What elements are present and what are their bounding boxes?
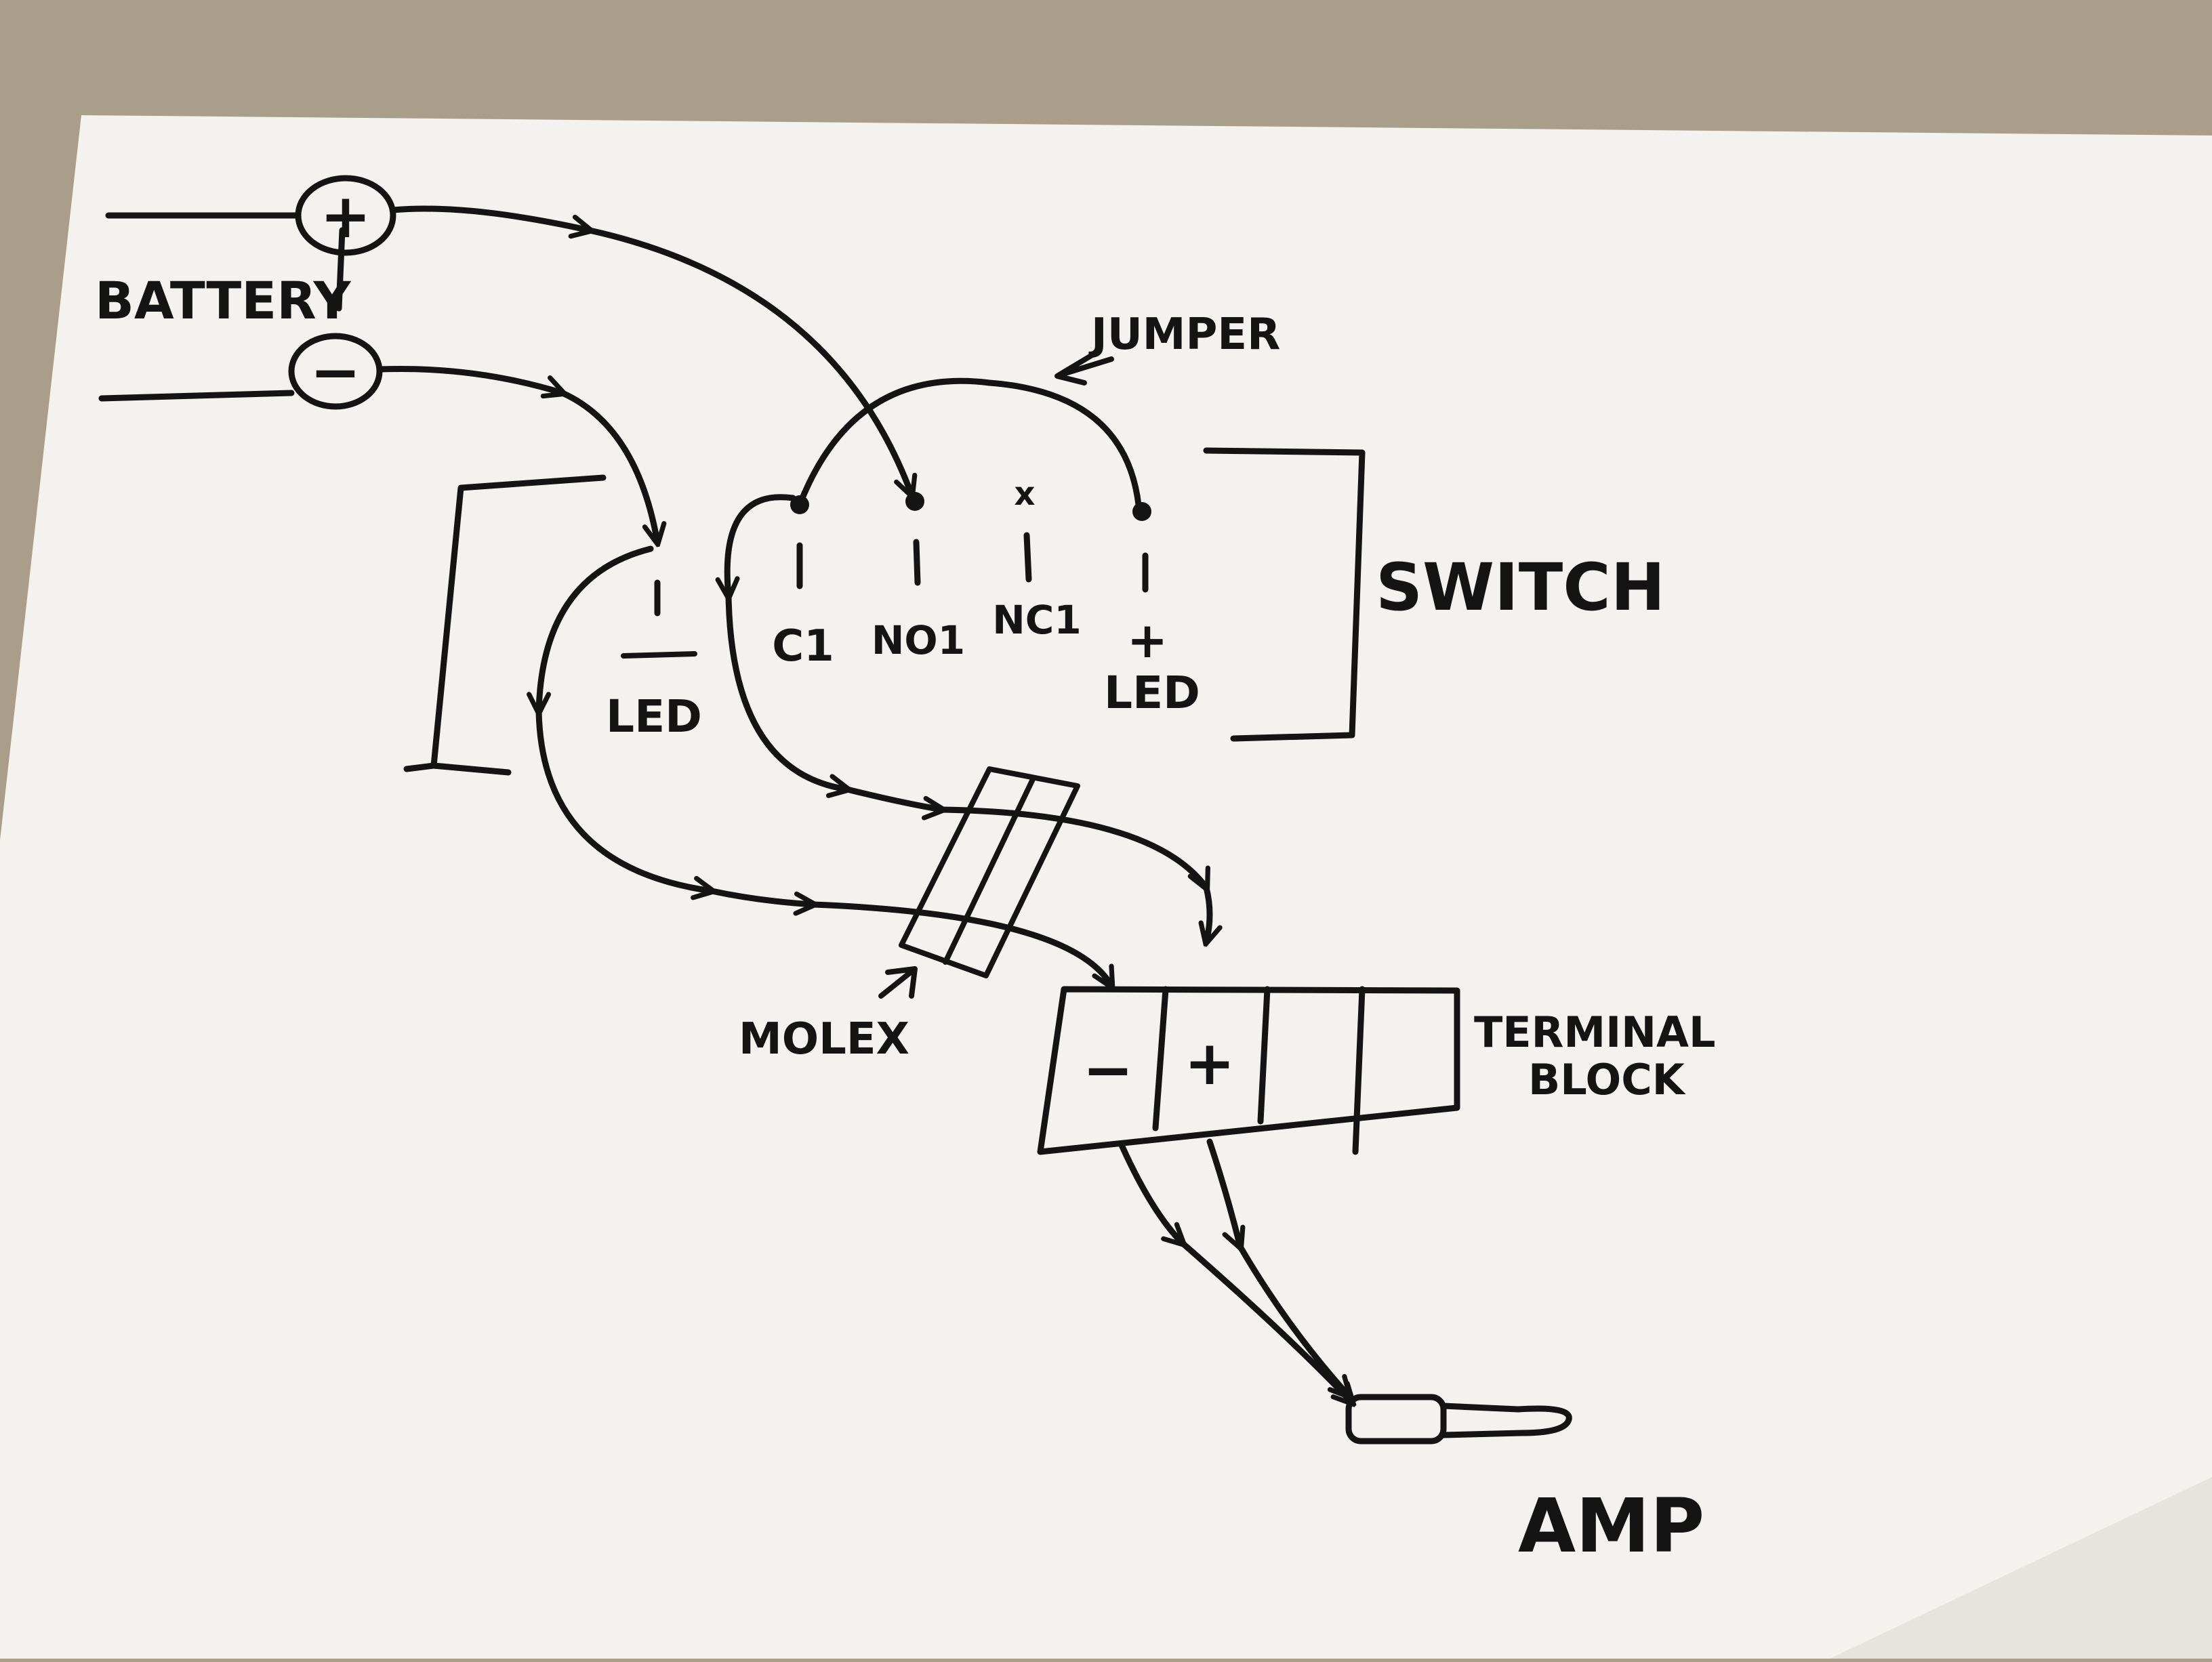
- battery-stem: [335, 227, 346, 312]
- battery-label: BATTERY: [95, 270, 352, 331]
- battery-pos-sign: +: [320, 181, 371, 252]
- terminal-divider-1: [1152, 986, 1169, 1131]
- switch-label: SWITCH: [1376, 549, 1665, 625]
- pin-no1-dot: [905, 492, 924, 511]
- amp-plug-tip: [1440, 1403, 1572, 1438]
- pin-nc1-label: NC1: [992, 597, 1081, 643]
- terminal-divider-2: [1257, 986, 1271, 1125]
- pin-led-pos-sign: +: [1127, 612, 1168, 669]
- molex-divider: [943, 775, 1036, 965]
- pin-nc1-leg: [1023, 532, 1032, 583]
- pin-led-pos-dot: [1132, 502, 1151, 521]
- amp-plug: AMP: [1345, 1394, 1704, 1569]
- pin-no1-label: NO1: [872, 617, 965, 663]
- pin-led-neg-bar: [621, 651, 697, 659]
- terminal-pos-sign: +: [1184, 1028, 1235, 1099]
- pin-no1-leg: [913, 539, 921, 586]
- terminal-divider-3: [1352, 986, 1366, 1155]
- jumper-wire: [796, 377, 1142, 508]
- jumper-pointer-arrow: [1054, 353, 1114, 386]
- battery-neg-sign: −: [310, 337, 361, 408]
- amp-plug-sleeve: [1345, 1394, 1447, 1445]
- switch-left-bracket: [403, 474, 607, 776]
- battery-neg-lead: [98, 390, 295, 402]
- terminal-block-label-line1: TERMINAL: [1474, 1007, 1716, 1057]
- amp-label: AMP: [1518, 1482, 1704, 1569]
- wire-terminal-pos-to-amp: [1206, 1138, 1349, 1396]
- wire-led-neg-to-terminal-neg: [539, 545, 1111, 986]
- pin-c1-label: C1: [772, 621, 834, 671]
- pin-led-pos-label: LED: [1104, 667, 1200, 719]
- wire-battery-neg-to-led-neg: [376, 365, 657, 542]
- molex-connector: MOLEX: [739, 766, 1080, 1064]
- terminal-block: − + TERMINAL BLOCK: [1037, 986, 1716, 1155]
- switch-right-bracket: [1203, 447, 1366, 742]
- pin-led-neg-label: LED: [606, 690, 702, 743]
- molex-body: [899, 766, 1080, 978]
- terminal-neg-sign: −: [1082, 1035, 1133, 1106]
- wire-battery-pos-to-no1: [390, 205, 912, 495]
- molex-label: MOLEX: [739, 1014, 909, 1064]
- molex-pointer-arrow: [878, 966, 918, 999]
- battery-pos-terminal: [295, 175, 396, 256]
- jumper-label: JUMPER: [1088, 310, 1280, 360]
- terminal-block-label-line2: BLOCK: [1528, 1055, 1686, 1104]
- terminal-block-body: [1037, 986, 1460, 1155]
- pin-nc1-unused-mark: x: [1015, 475, 1036, 513]
- paper-shadow: [1830, 1477, 2212, 1659]
